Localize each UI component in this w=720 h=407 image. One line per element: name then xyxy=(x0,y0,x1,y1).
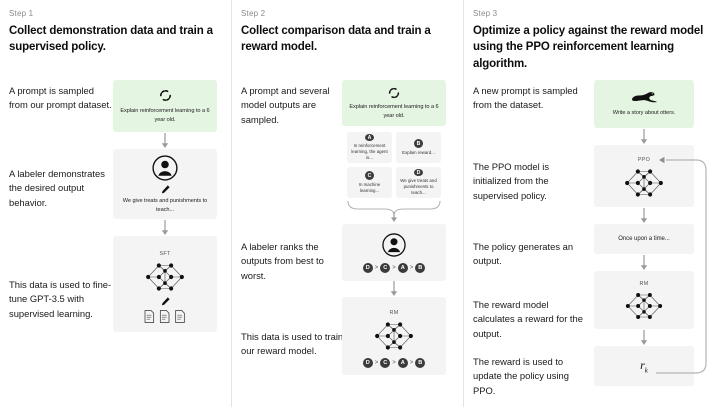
rank-separator: > xyxy=(409,359,414,366)
option-letter-badge: A xyxy=(365,134,374,142)
step-3-column: Step 3 Optimize a policy against the rew… xyxy=(463,0,720,407)
arrow-down-icon xyxy=(640,255,648,270)
step-3-output-text: Once upon a time... xyxy=(618,235,670,242)
step-3-reward-model-box[interactable]: RM xyxy=(594,271,694,329)
step-2-prompt-box[interactable]: Explain reinforcement learning to a 6 ye… xyxy=(342,80,446,126)
arrow-down-icon xyxy=(640,129,648,144)
step-2-description-2: A labeler ranks the outputs from best to… xyxy=(241,241,324,281)
rank-badge-4: B xyxy=(415,263,426,273)
step-3-title: Optimize a policy against the reward mod… xyxy=(473,25,704,70)
rank-separator: > xyxy=(392,359,396,366)
rank-separator: > xyxy=(374,359,379,366)
step-2-label: Step 2 xyxy=(241,9,266,18)
step-3-label: Step 3 xyxy=(473,9,498,18)
arrow-down-icon xyxy=(390,281,398,296)
step-2-flow: Explain reinforcement learning to a 6 ye… xyxy=(342,80,446,375)
step-2-ranking-order: D > C > A > B xyxy=(362,263,426,273)
step-3-description-5: The reward is used to update the policy … xyxy=(473,356,569,396)
step-2-reward-model-box[interactable]: RM D > C > xyxy=(342,297,446,375)
step-1-description-1: A prompt is sampled from our prompt data… xyxy=(9,85,112,111)
step-2-prompt-text: Explain reinforcement learning to a 6 ye… xyxy=(349,104,439,119)
labeler-person-icon xyxy=(382,233,406,257)
option-letter-badge: D xyxy=(414,169,423,177)
neural-network-icon xyxy=(146,262,184,291)
output-option-d[interactable]: D We give treats and punishments to teac… xyxy=(396,167,441,198)
step-3-rm-tag: RM xyxy=(639,281,649,287)
documents-icon xyxy=(144,309,185,323)
rank-badge-3: A xyxy=(397,263,408,273)
rank-badge-4: B xyxy=(415,357,426,368)
arrow-down-icon xyxy=(640,330,648,345)
step-1-flow: Explain reinforcement learning to a 6 ye… xyxy=(113,80,217,332)
step-1-labeler-text: We give treats and punishments to teach.… xyxy=(122,198,208,213)
output-option-b[interactable]: B Explain reward... xyxy=(396,132,441,163)
step-3-output-box[interactable]: Once upon a time... xyxy=(594,224,694,254)
rank-badge-3: A xyxy=(397,357,408,368)
step-2-title: Collect comparison data and train a rewa… xyxy=(241,25,431,54)
option-letter-badge: B xyxy=(414,139,423,149)
step-1-description-3: This data is used to fine-tune GPT-3.5 w… xyxy=(9,279,112,319)
arrow-down-icon xyxy=(640,208,648,223)
update-policy-loop-arrow xyxy=(656,156,707,374)
option-text: Explain reward... xyxy=(402,150,435,156)
neural-network-icon xyxy=(625,293,663,319)
step-3-prompt-box[interactable]: Write a story about otters. xyxy=(594,80,694,128)
labeler-person-icon xyxy=(152,155,178,181)
step-2-rm-tag: RM xyxy=(389,309,399,316)
option-letter-badge: C xyxy=(365,171,374,181)
rank-separator: > xyxy=(374,265,379,271)
step-3-reward-value-box[interactable]: rk xyxy=(594,346,694,386)
step-2-column: Step 2 Collect comparison data and train… xyxy=(231,0,463,407)
step-2-model-outputs: A In reinforcement learning, the agent i… xyxy=(347,132,441,198)
step-2-description-3: This data is used to train our reward mo… xyxy=(241,331,344,357)
reward-symbol-base: r xyxy=(640,357,645,372)
rank-badge-2: C xyxy=(380,357,391,368)
step-2-rm-ranking-order: D > C > A > B xyxy=(362,357,426,368)
arrow-down-icon xyxy=(161,133,169,148)
arrow-down-icon xyxy=(161,220,169,235)
otter-icon xyxy=(632,92,657,103)
step-3-flow: Write a story about otters. PPO xyxy=(594,80,694,386)
rank-separator: > xyxy=(392,265,396,271)
step-1-labeler-box[interactable]: We give treats and punishments to teach.… xyxy=(113,149,217,219)
step-1-prompt-box[interactable]: Explain reinforcement learning to a 6 ye… xyxy=(113,80,217,132)
reward-symbol-subscript: k xyxy=(644,366,648,375)
step-2-ranking-box[interactable]: D > C > A > B xyxy=(342,224,446,281)
rank-separator: > xyxy=(409,265,414,271)
rank-badge-1: D xyxy=(362,263,373,273)
rank-badge-1: D xyxy=(362,357,373,368)
step-3-description-4: The reward model calculates a reward for… xyxy=(473,299,583,339)
step-2-description-1: A prompt and several model outputs are s… xyxy=(241,85,330,125)
option-text: We give treats and punishments to teach.… xyxy=(400,178,437,196)
neural-network-icon xyxy=(375,321,413,350)
step-1-title: Collect demonstration data and train a s… xyxy=(9,25,213,54)
output-option-a[interactable]: A In reinforcement learning, the agent i… xyxy=(347,132,392,163)
output-option-c[interactable]: C In machine learning... xyxy=(347,167,392,198)
step-3-description-1: A new prompt is sampled from the dataset… xyxy=(473,85,578,111)
option-text: In machine learning... xyxy=(358,182,381,193)
pencil-icon xyxy=(161,185,170,194)
step-3-description-2: The PPO model is initialized from the su… xyxy=(473,161,550,201)
step-3-prompt-text: Write a story about otters. xyxy=(612,110,676,117)
rank-badge-2: C xyxy=(380,263,391,273)
step-1-prompt-text: Explain reinforcement learning to a 6 ye… xyxy=(120,108,210,123)
step-1-sft-box[interactable]: SFT xyxy=(113,236,217,332)
neural-network-icon xyxy=(625,168,663,197)
step-3-description-3: The policy generates an output. xyxy=(473,241,574,267)
step-1-sft-tag: SFT xyxy=(159,250,171,257)
refresh-circular-arrows-icon xyxy=(159,90,171,102)
pencil-icon xyxy=(161,296,170,305)
step-1-description-2: A labeler demonstrates the desired outpu… xyxy=(9,168,105,208)
step-3-ppo-tag: PPO xyxy=(637,156,651,163)
step-1-column: Step 1 Collect demonstration data and tr… xyxy=(0,0,231,407)
refresh-circular-arrows-icon xyxy=(388,88,400,99)
step-1-label: Step 1 xyxy=(9,9,34,18)
option-text: In reinforcement learning, the agent is.… xyxy=(351,143,388,161)
brace-converge-arrow-icon xyxy=(347,200,441,222)
step-3-ppo-box[interactable]: PPO xyxy=(594,145,694,207)
reward-symbol: rk xyxy=(640,358,648,374)
